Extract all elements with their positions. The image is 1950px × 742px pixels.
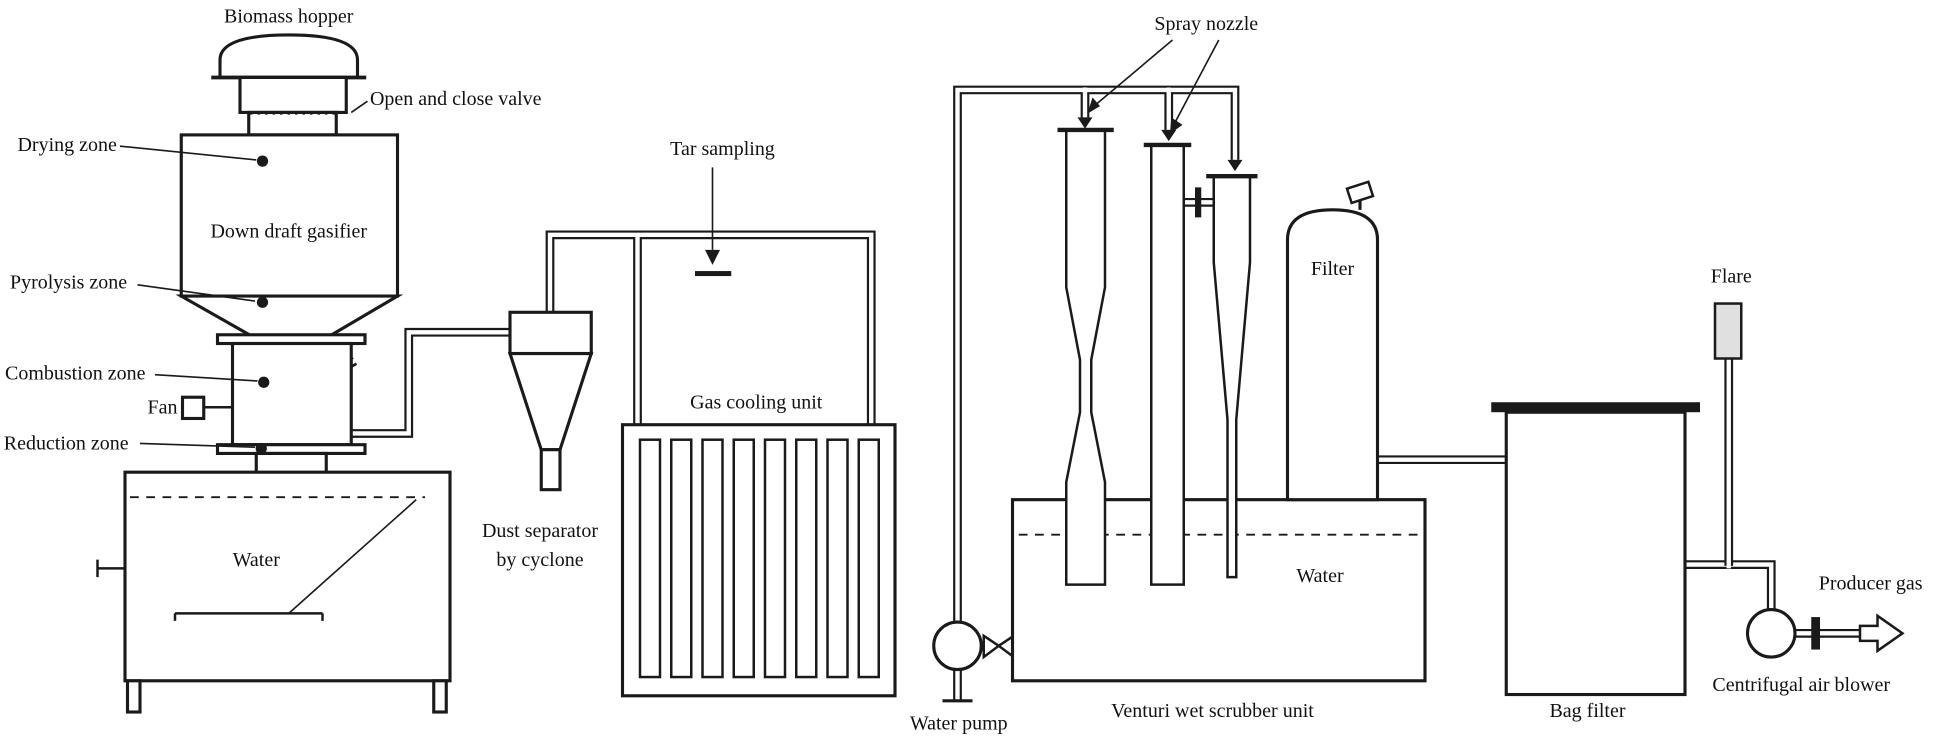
drying-zone-dot <box>256 155 269 167</box>
label-tar-sampling: Tar sampling <box>670 138 775 160</box>
centrifugal-air-blower <box>1745 608 1797 659</box>
label-bag-filter: Bag filter <box>1549 700 1625 722</box>
tar-sampling-port <box>695 167 732 277</box>
nozzle1-arrow-icon <box>1077 117 1093 129</box>
zone-markers <box>119 145 270 455</box>
spray-nozzle-arrows <box>1077 39 1243 172</box>
label-dust-separator-2: by cyclone <box>496 549 583 571</box>
label-combustion-zone: Combustion zone <box>5 363 146 385</box>
pipe-bag-filter-to-blower <box>1680 560 1776 613</box>
outlet-valve-icon <box>1811 617 1820 650</box>
open-close-valve <box>250 100 368 115</box>
label-water-tank: Water <box>233 549 281 571</box>
venturi-column-3 <box>1206 173 1258 579</box>
fan-box <box>180 395 233 421</box>
pipe-water-spray-line <box>953 85 1240 650</box>
label-spray-nozzle: Spray nozzle <box>1154 13 1258 35</box>
cyclone-dust-separator <box>507 310 594 492</box>
label-scrubber-water: Water <box>1296 565 1344 587</box>
spray-label-arrow2-icon <box>1170 117 1183 134</box>
pump-valve-icon <box>982 633 1015 660</box>
biomass-hopper <box>211 33 367 137</box>
tank-leg-right <box>432 679 448 714</box>
label-fan: Fan <box>148 396 178 418</box>
label-down-draft-gasifier: Down draft gasifier <box>210 220 367 242</box>
venturi-column-1 <box>1057 127 1114 586</box>
pipe-cyclone-to-cooling-unit <box>545 230 876 433</box>
producer-gas-arrow-icon <box>1858 613 1905 654</box>
label-dust-separator-1: Dust separator <box>482 520 598 542</box>
flare-tip <box>1713 302 1743 360</box>
tank-leg-left <box>125 679 142 714</box>
label-open-close-valve: Open and close valve <box>370 88 542 110</box>
reduction-zone-dot <box>255 442 267 455</box>
pyrolysis-zone-dot <box>256 296 269 308</box>
down-draft-gasifier-body <box>175 133 404 477</box>
label-gas-cooling-unit: Gas cooling unit <box>690 391 823 413</box>
label-reduction-zone: Reduction zone <box>4 433 129 455</box>
label-flare: Flare <box>1711 265 1752 287</box>
label-pyrolysis-zone: Pyrolysis zone <box>10 272 127 294</box>
filter-vessel <box>1285 180 1380 502</box>
connector-valve-icon <box>1195 187 1202 218</box>
label-water-pump: Water pump <box>910 713 1008 735</box>
gas-cooling-unit <box>620 423 897 698</box>
water-pump <box>932 620 1015 672</box>
producer-gas-arrow <box>1858 613 1905 654</box>
label-filter: Filter <box>1311 258 1355 280</box>
outlet-valve <box>1811 617 1820 650</box>
nozzle2-arrow-icon <box>1161 129 1177 142</box>
tar-sampling-arrow-icon <box>705 249 720 265</box>
bag-filter-vessel <box>1491 402 1700 697</box>
label-centrifugal-air-blower: Centrifugal air blower <box>1712 674 1890 696</box>
label-biomass-hopper: Biomass hopper <box>224 5 354 27</box>
label-producer-gas: Producer gas <box>1819 573 1923 595</box>
spray-label-arrow1-icon <box>1087 97 1100 114</box>
label-drying-zone: Drying zone <box>18 134 117 156</box>
filter-top-fitting-icon <box>1345 180 1375 205</box>
combustion-zone-dot <box>258 376 270 388</box>
seal-water-tank <box>96 470 452 714</box>
venturi-column-2 <box>1143 142 1202 586</box>
label-venturi-wet-scrubber: Venturi wet scrubber unit <box>1111 700 1314 722</box>
pipe-gasifier-to-cyclone <box>351 327 515 438</box>
nozzle3-arrow-icon <box>1227 159 1243 172</box>
